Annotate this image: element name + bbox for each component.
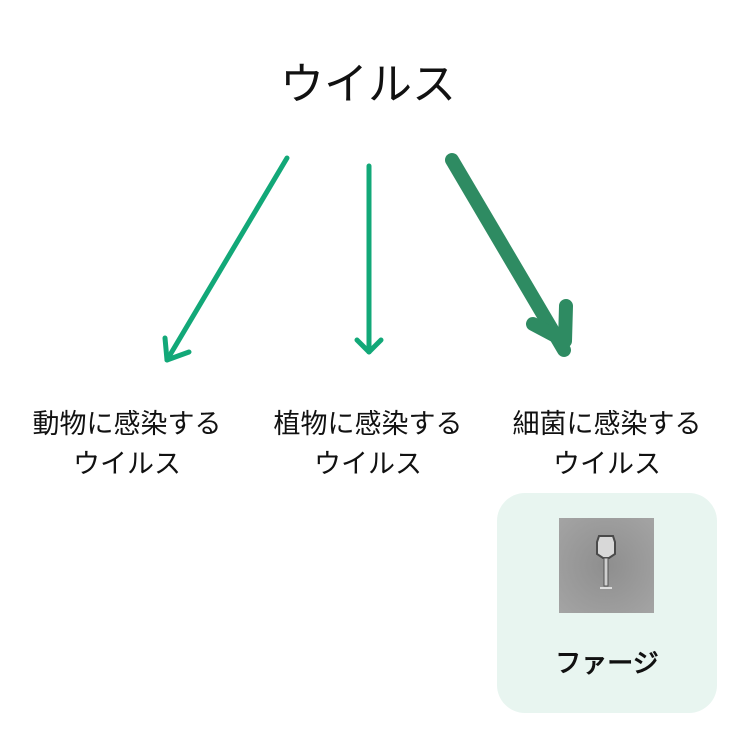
arrow-animal bbox=[162, 155, 290, 363]
phage-example-card: ファージ bbox=[497, 493, 717, 713]
label-animal-virus: 動物に感染する ウイルス bbox=[7, 405, 247, 485]
label-line2: ウイルス bbox=[314, 449, 422, 480]
phage-label: ファージ bbox=[555, 649, 659, 679]
label-plant-virus: 植物に感染する ウイルス bbox=[248, 405, 488, 485]
label-line1: 細菌に感染する bbox=[512, 409, 702, 440]
label-line1: 植物に感染する bbox=[273, 409, 463, 440]
arrow-bacteria bbox=[445, 153, 573, 357]
label-line2: ウイルス bbox=[553, 449, 661, 480]
arrow-plant bbox=[354, 163, 384, 355]
label-line2: ウイルス bbox=[73, 449, 181, 480]
label-line1: 動物に感染する bbox=[32, 409, 222, 440]
phage-micrograph bbox=[559, 518, 654, 613]
label-bacteria-virus: 細菌に感染する ウイルス bbox=[487, 405, 727, 485]
diagram-title: ウイルス bbox=[280, 59, 456, 110]
